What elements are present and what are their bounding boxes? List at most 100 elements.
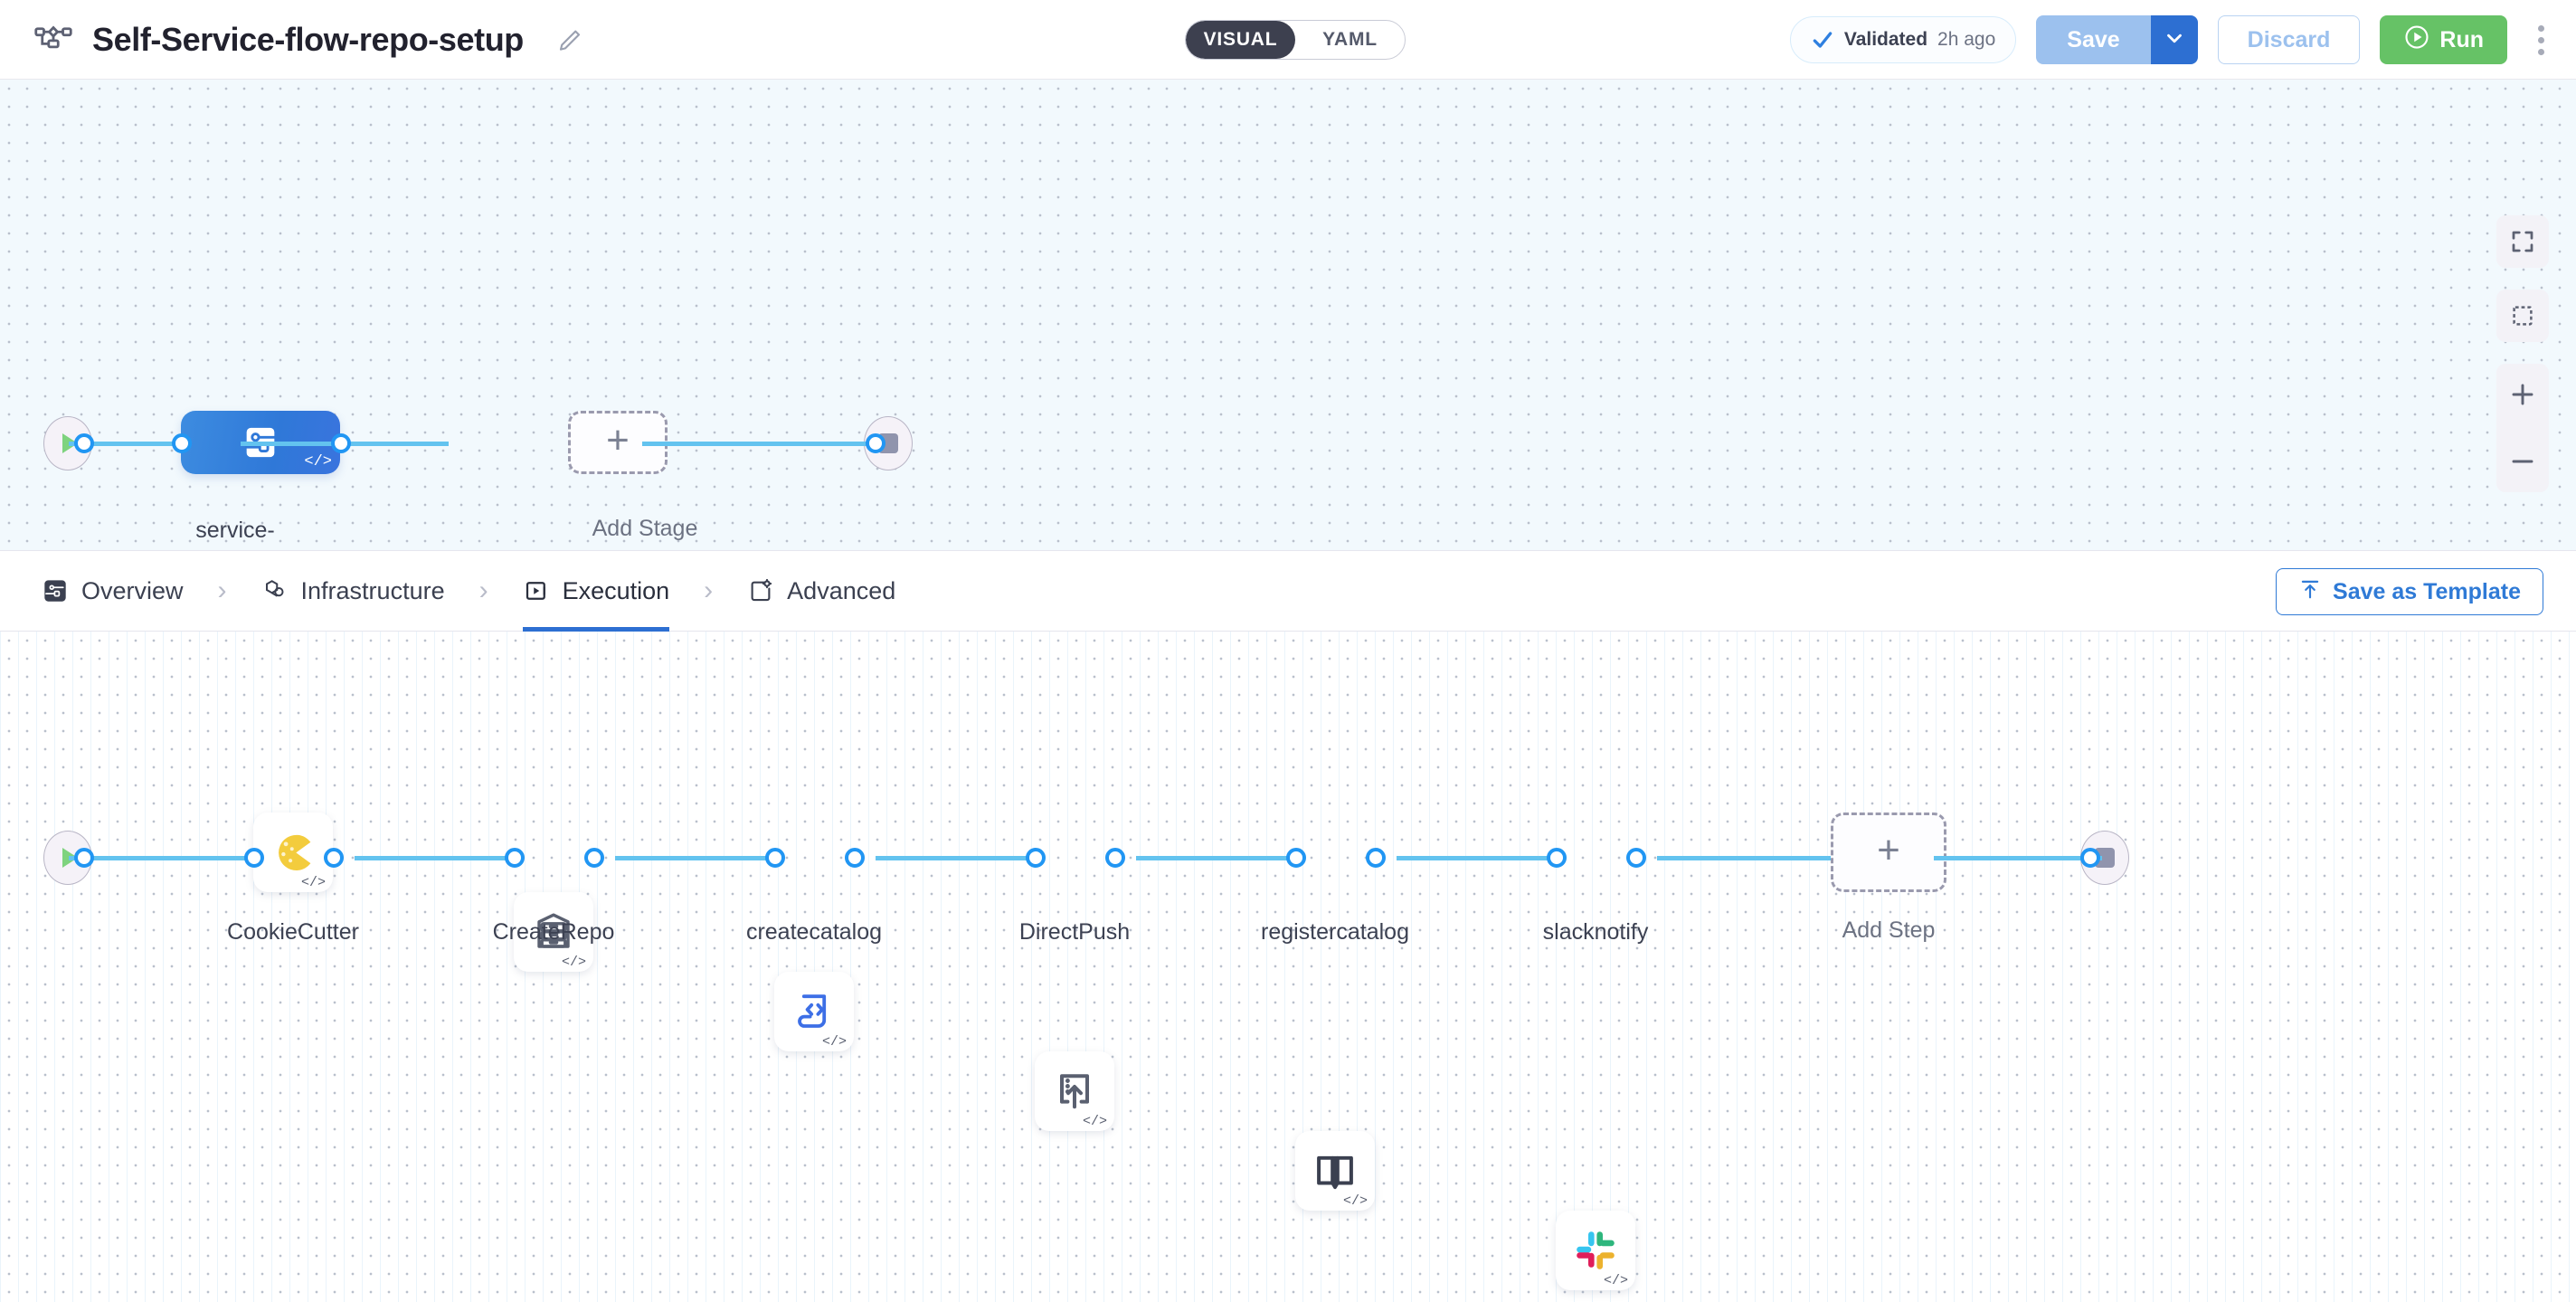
port-step1-in[interactable] [244, 848, 264, 868]
stage-label-line1: service- [195, 518, 275, 543]
port-step2-out[interactable] [584, 848, 604, 868]
edge-addstage-to-end [642, 442, 882, 446]
save-button[interactable]: Save [2036, 15, 2151, 64]
fit-to-screen-button[interactable] [2496, 215, 2549, 268]
step-label: CreateRepo [492, 919, 615, 945]
step-label: CookieCutter [227, 919, 359, 945]
save-button-group: Save [2036, 15, 2198, 64]
tab-infrastructure[interactable]: Infrastructure [261, 550, 445, 632]
code-badge-icon: </> [1603, 1273, 1628, 1288]
fit-screen-icon [2512, 231, 2533, 252]
step-node-registercatalog[interactable]: </> [1295, 1131, 1375, 1211]
save-as-template-label: Save as Template [2333, 578, 2521, 604]
chevron-down-icon [2163, 26, 2186, 54]
step-label: slacknotify [1542, 919, 1649, 945]
edge-step-4-to-5 [1136, 856, 1299, 860]
pipeline-flow-icon [34, 21, 72, 59]
tab-separator: › [217, 575, 227, 605]
code-scroll-icon [798, 994, 827, 1028]
code-badge-icon: </> [561, 955, 586, 970]
zoom-out-button[interactable] [2496, 440, 2549, 483]
port-stage-out[interactable] [331, 433, 351, 453]
selection-box-button[interactable] [2496, 290, 2549, 342]
tab-execution[interactable]: Execution [522, 550, 670, 632]
edge-step-5-to-6 [1397, 856, 1559, 860]
run-button[interactable]: Run [2380, 15, 2507, 64]
check-icon [1811, 28, 1834, 52]
port-step1-out[interactable] [324, 848, 344, 868]
toggle-option-yaml[interactable]: YAML [1322, 29, 1378, 50]
port-step2-in[interactable] [505, 848, 525, 868]
tab-overview[interactable]: Overview [42, 550, 184, 632]
dashed-selection-icon [2513, 306, 2533, 326]
execution-steps-canvas[interactable]: </> CookieCutter </> CreateRepo </> crea… [0, 632, 2576, 1302]
plus-icon: + [1877, 828, 1900, 872]
canvas-controls [2496, 215, 2549, 492]
port-step4-out[interactable] [1105, 848, 1125, 868]
code-badge-icon: </> [1342, 1193, 1368, 1209]
port-step5-out[interactable] [1366, 848, 1386, 868]
step-label: DirectPush [1018, 919, 1131, 945]
port-exec-end-in[interactable] [2080, 848, 2100, 868]
port-exec-start-out[interactable] [74, 848, 94, 868]
code-badge-icon: </> [304, 453, 332, 470]
visual-yaml-toggle[interactable]: VISUAL YAML [1185, 20, 1406, 60]
edge-step-2-to-3 [615, 856, 778, 860]
port-step5-in[interactable] [1286, 848, 1306, 868]
port-stage-in[interactable] [172, 433, 192, 453]
tab-overview-label: Overview [81, 576, 184, 604]
zoom-controls [2496, 364, 2549, 492]
port-step6-out[interactable] [1626, 848, 1646, 868]
stop-square-icon [2095, 848, 2115, 868]
toggle-option-visual[interactable]: VISUAL [1186, 21, 1295, 59]
stage-node-label: service- onboarding [118, 516, 353, 550]
step-label: registercatalog [1261, 919, 1409, 945]
save-as-template-button[interactable]: Save as Template [2276, 568, 2543, 615]
kebab-menu-icon[interactable] [2527, 15, 2554, 64]
edge-step-1-to-2 [355, 856, 519, 860]
tab-advanced-label: Advanced [787, 576, 896, 604]
port-start-out[interactable] [74, 433, 94, 453]
page-title: Self-Service-flow-repo-setup [92, 20, 524, 58]
port-step4-in[interactable] [1026, 848, 1046, 868]
advanced-gear-icon [751, 578, 772, 602]
app-header: Self-Service-flow-repo-setup VISUAL YAML… [0, 0, 2576, 80]
header-actions: Validated 2h ago Save Discard Run [1789, 0, 2554, 80]
port-end-in[interactable] [866, 433, 886, 453]
port-step6-in[interactable] [1547, 848, 1567, 868]
infrastructure-icon [265, 580, 284, 597]
port-step3-out[interactable] [845, 848, 865, 868]
step-node-createcatalog[interactable]: </> [774, 972, 854, 1051]
edge-addstep-to-end [1934, 856, 2102, 860]
archive-drawer-icon [537, 913, 570, 948]
add-stage-label: Add Stage [592, 516, 698, 541]
port-step3-in[interactable] [765, 848, 785, 868]
pencil-edit-icon[interactable] [556, 26, 583, 53]
zoom-in-button[interactable] [2496, 373, 2549, 416]
slack-icon [1577, 1231, 1615, 1269]
save-dropdown-button[interactable] [2150, 15, 2198, 64]
upload-file-icon [1060, 1074, 1089, 1109]
step-node-createrepo[interactable]: </> [514, 892, 593, 972]
discard-button[interactable]: Discard [2217, 15, 2361, 64]
plus-icon: + [606, 418, 630, 462]
add-step-label: Add Step [1842, 917, 1936, 943]
tab-advanced[interactable]: Advanced [747, 550, 895, 632]
step-node-slacknotify[interactable]: </> [1556, 1211, 1635, 1290]
tab-separator: › [704, 575, 714, 605]
tab-infrastructure-label: Infrastructure [300, 576, 445, 604]
step-node-cookiecutter[interactable]: </> [253, 813, 333, 892]
execution-icon [526, 582, 545, 600]
template-upload-icon [2298, 577, 2322, 607]
step-node-directpush[interactable]: </> [1035, 1051, 1114, 1131]
tab-execution-label: Execution [562, 576, 670, 604]
plus-icon [2512, 384, 2533, 405]
play-circle-icon [2403, 24, 2430, 57]
validated-label: Validated [1843, 29, 1928, 50]
edge-step-6-to-addstep [1657, 856, 1831, 860]
code-badge-icon: </> [300, 875, 326, 890]
add-step-button[interactable]: + [1831, 813, 1946, 892]
stage-canvas[interactable]: </> service- onboarding + Add Stage [0, 80, 2576, 550]
step-label: createcatalog [745, 919, 883, 945]
add-stage-button[interactable]: + [568, 411, 668, 474]
